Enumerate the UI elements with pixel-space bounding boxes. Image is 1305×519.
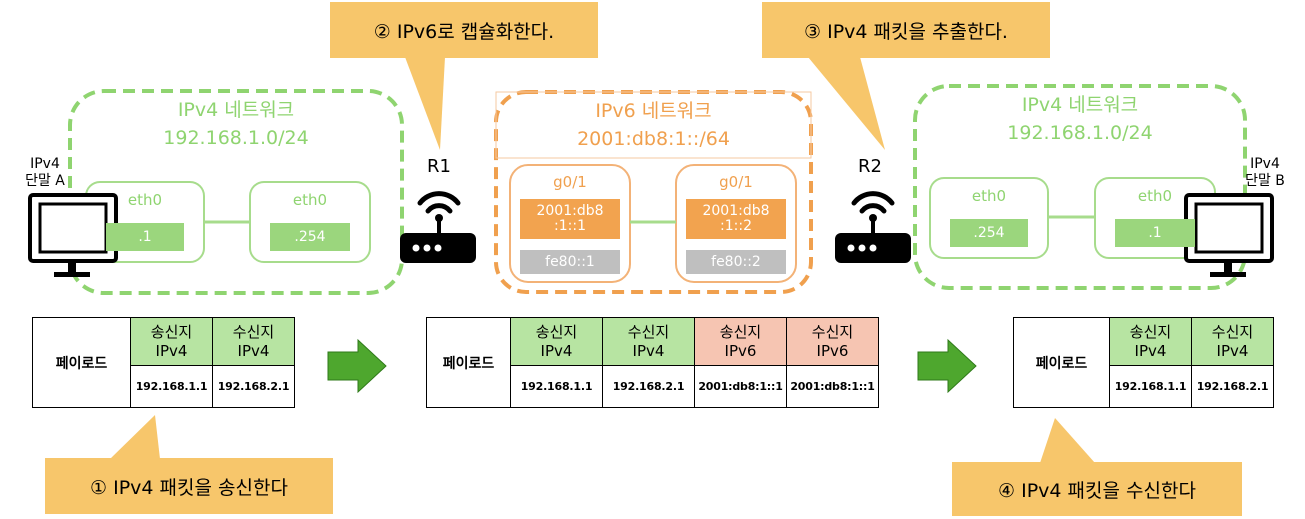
center-r2-addr-line2: :1::2	[720, 218, 752, 234]
left-network-prefix: 192.168.1.0/24	[163, 127, 309, 149]
center-r2-iface-name: g0/1	[719, 173, 753, 191]
terminal-a-label: IPv4 단말 A	[10, 156, 80, 190]
right-iface-a-name: eth0	[971, 187, 1007, 205]
flow-arrow-2	[917, 338, 977, 394]
packet-right-src-ipv4-value: 192.168.1.1	[1109, 365, 1192, 408]
terminal-a-name: 단말 A	[25, 173, 65, 189]
center-network-prefix: 2001:db8:1::/64	[577, 128, 730, 150]
router-r1-label: R1	[427, 156, 451, 177]
center-network-name: IPv6 네트워크	[595, 100, 712, 122]
right-iface-b-name: eth0	[1137, 187, 1173, 205]
packet-left-src-ipv4-value: 192.168.1.1	[130, 365, 213, 408]
packet-center-dst-ipv4-value: 192.168.2.1	[602, 365, 695, 408]
packet-left-payload: 페이로드	[32, 317, 131, 408]
callout-step1: ① IPv4 패킷을 송신한다	[90, 477, 288, 499]
right-iface-b-addr: .1	[1115, 219, 1195, 247]
center-r2-addr-line1: 2001:db8	[702, 203, 770, 219]
ipv6-title-frame	[495, 91, 812, 159]
center-r1-addr-line2: :1::1	[554, 218, 586, 234]
ipv6-network-boundary	[494, 90, 813, 294]
packet-left-dst-ipv4-value: 192.168.2.1	[212, 365, 295, 408]
left-iface-b-addr: .254	[270, 223, 350, 251]
callout-step4: ④ IPv4 패킷을 수신한다	[998, 480, 1196, 502]
packet-center-src-ipv6-value: 2001:db8:1::1	[694, 365, 787, 408]
right-network-title: IPv4 네트워크 192.168.1.0/24	[915, 91, 1245, 147]
left-network-title: IPv4 네트워크 192.168.1.0/24	[70, 96, 402, 152]
callout-step2-bubble	[330, 2, 598, 150]
right-network-prefix: 192.168.1.0/24	[1007, 122, 1153, 144]
callout-step3: ③ IPv4 패킷을 추출한다.	[804, 21, 1008, 43]
center-r1-iface-name: g0/1	[553, 173, 587, 191]
flow-arrow-1	[327, 338, 387, 394]
callout-step3-bubble	[762, 2, 1050, 150]
center-r1-link-local: fe80::1	[520, 250, 620, 274]
callout-step4-bubble	[952, 418, 1242, 516]
callout-step1-bubble	[45, 415, 333, 514]
callout-step2: ② IPv6로 캡슐화한다.	[373, 21, 555, 43]
packet-center-payload: 페이로드	[426, 317, 511, 408]
left-iface-b-name: eth0	[292, 191, 328, 209]
router-r2-icon	[835, 191, 911, 263]
terminal-b-name: 단말 B	[1245, 173, 1285, 189]
left-ipv4-network-boundary	[68, 89, 404, 295]
terminal-b-type: IPv4	[1250, 156, 1280, 172]
packet-right-payload: 페이로드	[1013, 317, 1110, 408]
right-iface-a-addr: .254	[950, 219, 1028, 247]
center-network-title: IPv6 네트워크 2001:db8:1::/64	[496, 97, 811, 153]
router-r1-icon	[400, 191, 476, 263]
left-network-name: IPv4 네트워크	[177, 99, 295, 121]
center-r1-iface-addr: 2001:db8 :1::1	[520, 199, 620, 239]
packet-right-dst-ipv4-value: 192.168.2.1	[1191, 365, 1274, 408]
left-iface-a-addr: .1	[106, 223, 184, 251]
terminal-b-monitor-icon	[1184, 193, 1274, 277]
right-ipv4-network-boundary	[913, 84, 1247, 290]
terminal-a-type: IPv4	[30, 156, 60, 172]
packet-center-src-ipv4-value: 192.168.1.1	[510, 365, 603, 408]
center-r1-addr-line1: 2001:db8	[536, 203, 604, 219]
right-network-name: IPv4 네트워크	[1021, 94, 1139, 116]
packet-center-dst-ipv6-value: 2001:db8:1::1	[786, 365, 879, 408]
router-r2-label: R2	[858, 156, 882, 177]
center-r2-iface-addr: 2001:db8 :1::2	[686, 199, 786, 239]
left-iface-a-name: eth0	[127, 191, 163, 209]
center-r2-link-local: fe80::2	[686, 250, 786, 274]
terminal-b-label: IPv4 단말 B	[1230, 156, 1300, 190]
